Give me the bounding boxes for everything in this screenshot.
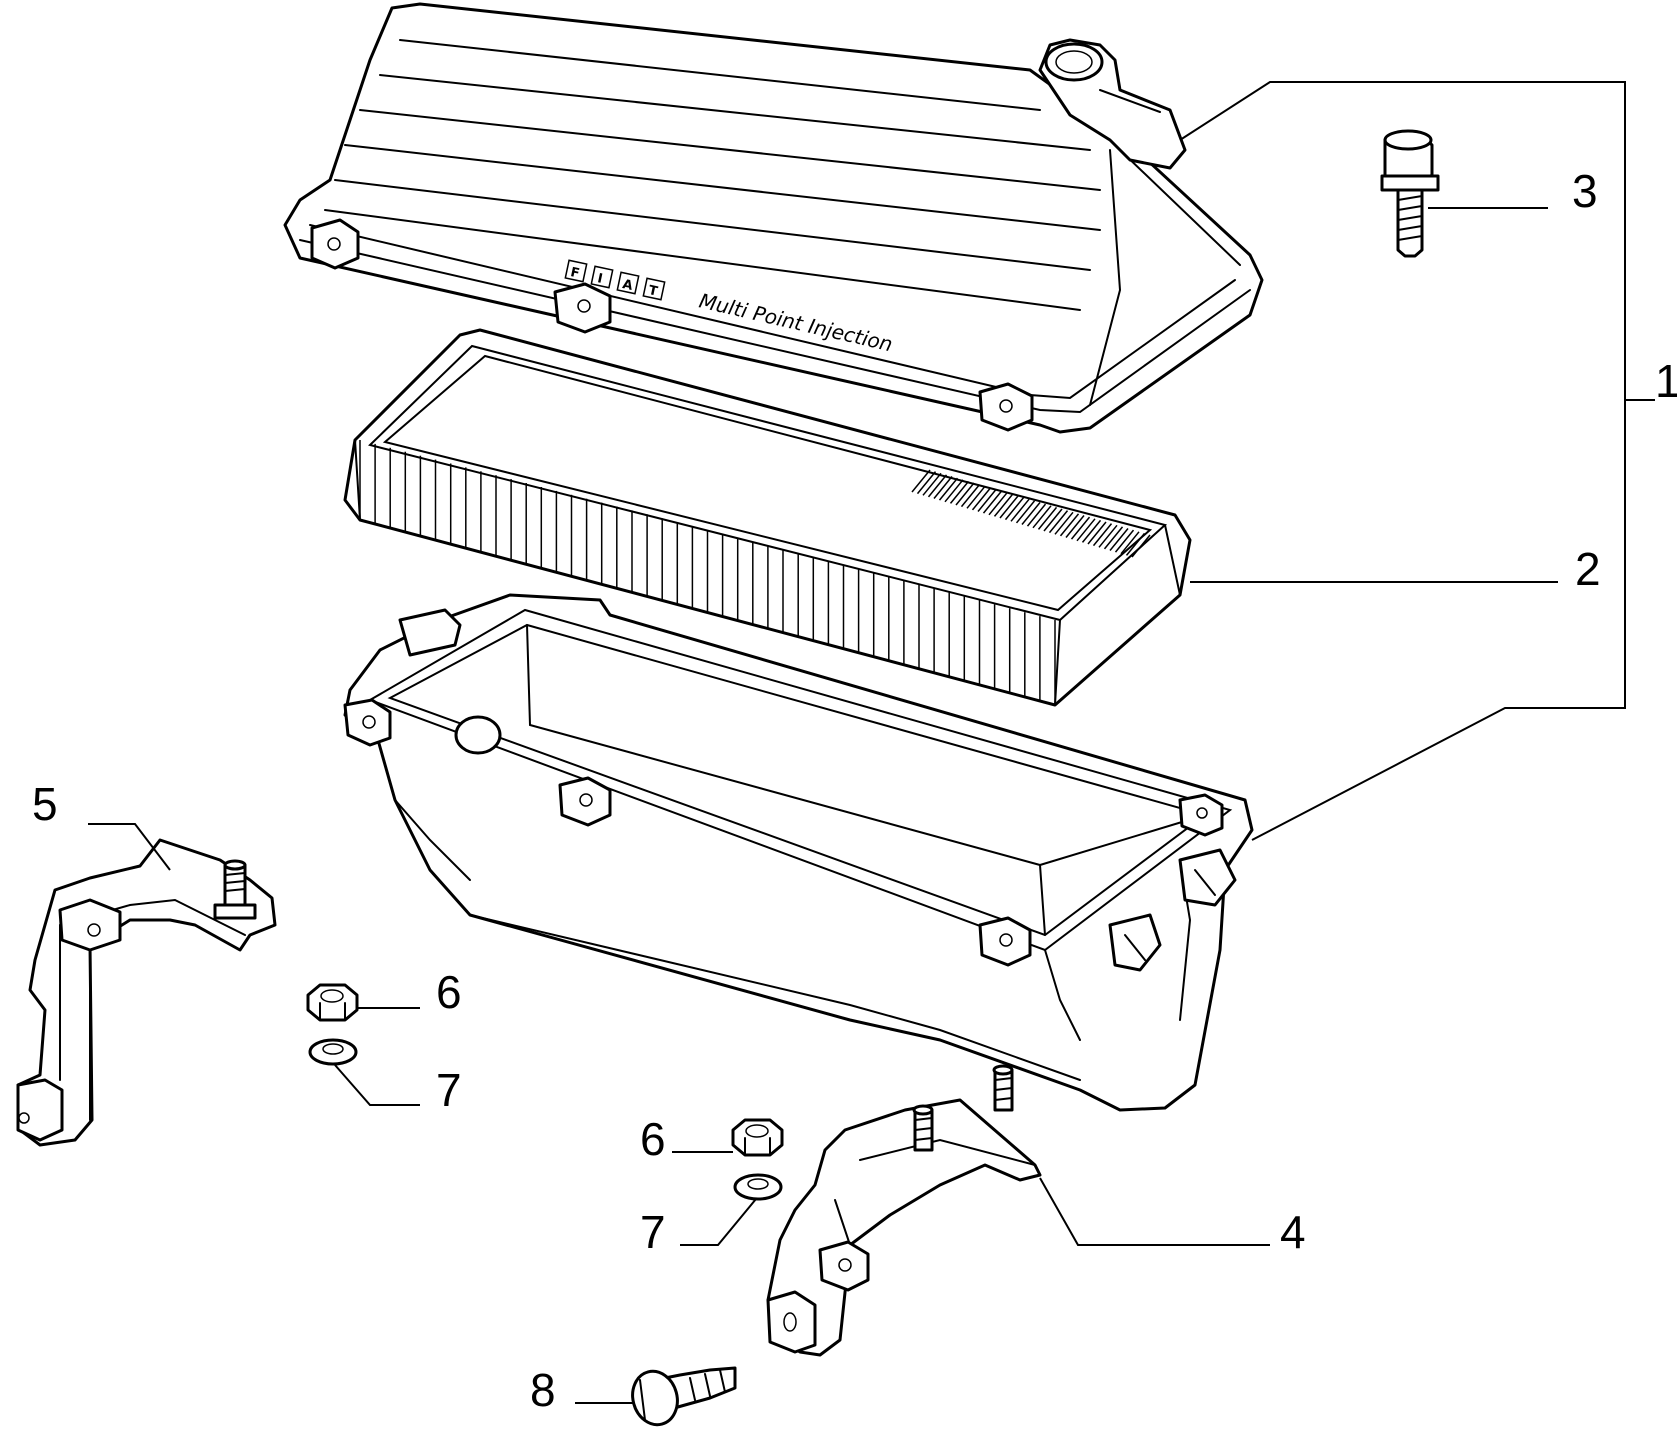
- inner-pleat-line: [1048, 510, 1069, 534]
- inner-pleat-line: [1037, 506, 1058, 530]
- callout-7-upper: 7: [436, 1064, 462, 1116]
- inner-pleat-line: [955, 482, 975, 506]
- inner-pleat-line: [1059, 513, 1080, 537]
- inner-pleat-line: [971, 487, 992, 511]
- inner-pleat-line: [966, 485, 986, 509]
- air-filter-cover: F I A T Multi Point Injection: [283, 2, 1264, 434]
- inner-pleat-line: [982, 490, 1003, 514]
- inner-pleat-line: [916, 471, 937, 495]
- filter-element: [343, 328, 1192, 707]
- callout-4: 4: [1280, 1206, 1306, 1258]
- bracket-right: [766, 1064, 1042, 1357]
- inner-pleat-line: [977, 489, 997, 512]
- brand-letter: T: [647, 283, 659, 300]
- inner-pleat-line: [1114, 529, 1135, 553]
- filter-pleats: [359, 440, 1056, 705]
- inner-pleat-line: [1004, 497, 1025, 521]
- brand-letter: I: [596, 271, 604, 287]
- inner-pleat-line: [988, 492, 1008, 516]
- inner-pleat-line: [1021, 502, 1041, 525]
- inner-pleat-line: [949, 480, 970, 504]
- inner-pleat-line: [944, 479, 964, 503]
- inner-pleat-line: [938, 477, 959, 501]
- washer-right: [733, 1173, 783, 1201]
- callout-6-upper: 6: [436, 966, 462, 1018]
- brand-badge: F I A T: [564, 259, 666, 301]
- inner-pleat-line: [1043, 508, 1063, 532]
- inner-pleat-line: [1070, 516, 1091, 540]
- inner-pleat-line: [960, 484, 981, 508]
- inner-pleat-line: [927, 474, 948, 498]
- nut-left: [306, 983, 359, 1022]
- brand-letter: A: [621, 277, 634, 294]
- filter-inner-pleats: [911, 469, 1151, 558]
- inner-pleat-line: [1131, 534, 1151, 558]
- inner-pleat-line: [911, 469, 931, 493]
- inner-pleat-line: [1026, 503, 1047, 527]
- bracket-left: [16, 838, 277, 1147]
- callout-8: 8: [530, 1364, 556, 1416]
- inner-pleat-line: [1092, 523, 1113, 547]
- inner-pleat-line: [1065, 515, 1085, 538]
- inner-pleat-line: [1010, 498, 1030, 522]
- callout-1: 1: [1655, 355, 1677, 407]
- inner-pleat-line: [922, 472, 942, 496]
- inner-pleat-line: [1076, 518, 1096, 542]
- screw: [1380, 129, 1440, 258]
- inner-pleat-line: [1015, 500, 1036, 524]
- brand-letter: F: [569, 265, 581, 282]
- inner-pleat-line: [1081, 519, 1102, 543]
- inner-pleat-line: [1103, 526, 1124, 550]
- inner-pleat-line: [933, 476, 953, 499]
- inner-pleat-line: [1120, 531, 1140, 555]
- inner-pleat-line: [1054, 511, 1074, 535]
- callout-2: 2: [1575, 543, 1601, 595]
- inner-pleat-line: [1087, 521, 1107, 545]
- bolt: [631, 1366, 737, 1427]
- air-filter-housing: [343, 593, 1254, 1112]
- inner-pleat-line: [1109, 528, 1129, 551]
- callout-3: 3: [1572, 165, 1598, 217]
- nut-right: [731, 1118, 784, 1157]
- inner-pleat-line: [1032, 505, 1052, 529]
- leader-lines: [88, 81, 1655, 1404]
- inner-pleat-line: [993, 493, 1014, 517]
- callout-5: 5: [32, 778, 58, 830]
- callout-7-lower: 7: [640, 1206, 666, 1258]
- callout-6-lower: 6: [640, 1113, 666, 1165]
- inner-pleat-line: [999, 495, 1019, 519]
- washer-left: [308, 1038, 358, 1066]
- inner-pleat-line: [1098, 524, 1118, 548]
- inner-pleat-line: [1125, 532, 1146, 556]
